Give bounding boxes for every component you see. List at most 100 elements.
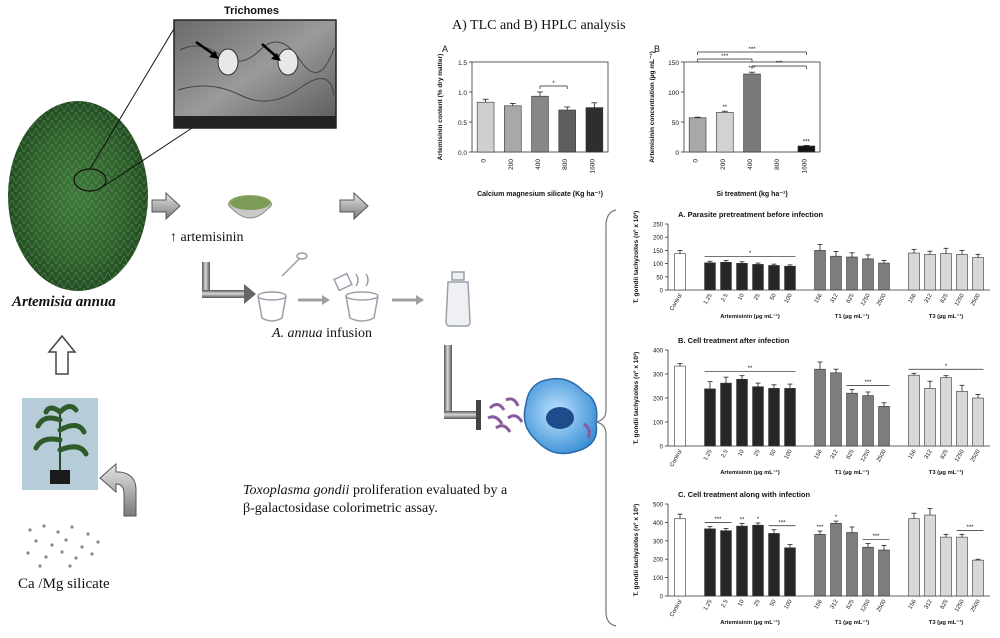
bar xyxy=(558,109,576,153)
toxoplasma-text: proliferation evaluated by a xyxy=(349,483,508,498)
y-tick-label: 300 xyxy=(653,539,664,545)
infusion-species: A. annua xyxy=(272,326,323,341)
artemisinin-up-label: ↑ artemisinin xyxy=(170,230,244,245)
group-label: Artemisinin (µg mL⁻¹) xyxy=(720,619,780,626)
potted-plant-image xyxy=(22,398,98,490)
y-tick-label: 100 xyxy=(668,90,679,97)
bar xyxy=(768,533,780,597)
bar xyxy=(688,117,707,153)
x-tick-label: 1250 xyxy=(860,599,872,613)
group-label: Artemisinin (µg mL⁻¹) xyxy=(720,313,780,320)
y-tick-label: 100 xyxy=(653,421,664,427)
significance-label: * xyxy=(945,364,948,370)
group-label: Artemisinin (µg mL⁻¹) xyxy=(720,469,780,476)
significance-label: * xyxy=(552,81,555,87)
bar xyxy=(768,265,780,291)
bar xyxy=(862,258,874,291)
x-tick-label: Control xyxy=(669,599,684,618)
x-tick-label: 25 xyxy=(753,449,761,458)
x-tick-label: 0 xyxy=(693,159,700,163)
x-tick-label: 2.5 xyxy=(721,293,730,303)
x-tick-label: 2500 xyxy=(876,449,888,463)
bar xyxy=(878,549,890,597)
bar xyxy=(846,532,858,597)
x-tick-label: 1250 xyxy=(954,293,966,307)
x-tick-label: 800 xyxy=(562,159,569,170)
group-label: T3 (µg mL⁻¹) xyxy=(929,619,963,626)
x-tick-label: 10 xyxy=(737,293,745,302)
bar xyxy=(720,530,732,597)
x-tick-label: 1250 xyxy=(954,599,966,613)
x-tick-label: 200 xyxy=(508,159,515,170)
x-tick-label: 625 xyxy=(846,599,856,610)
bar xyxy=(862,546,874,597)
x-tick-label: 2.5 xyxy=(721,599,730,609)
y-tick-label: 400 xyxy=(653,349,664,355)
bar xyxy=(736,263,748,291)
group-label: T1 (µg mL⁻¹) xyxy=(835,619,869,626)
y-tick-label: 1.0 xyxy=(458,90,467,97)
significance-label: *** xyxy=(748,47,756,53)
bar xyxy=(862,395,874,447)
artemisia-label: Artemisia annua xyxy=(12,294,116,310)
y-axis-label: T. gondii tachyzoites (nº x 10³) xyxy=(633,504,640,597)
x-tick-label: 100 xyxy=(784,449,794,460)
x-axis-label: Si treatment (kg ha⁻¹) xyxy=(716,191,787,198)
pipe-arrow-icon xyxy=(444,345,481,430)
bar xyxy=(674,365,686,447)
y-tick-label: 0.5 xyxy=(458,120,467,127)
y-tick-label: 200 xyxy=(653,397,664,403)
group-label: T3 (µg mL⁻¹) xyxy=(929,469,963,476)
analysis-title: A) TLC and B) HPLC analysis xyxy=(452,18,626,33)
bar xyxy=(736,378,748,447)
significance-label: *** xyxy=(966,525,974,531)
toxoplasma-assay-label: Toxoplasma gondii proliferation evaluate… xyxy=(243,482,507,518)
x-tick-label: 1.25 xyxy=(703,599,714,612)
bar xyxy=(972,397,984,447)
bar xyxy=(924,388,936,447)
x-tick-label: 2500 xyxy=(970,449,982,463)
bar xyxy=(846,256,858,291)
parasites-icon xyxy=(487,397,524,433)
arrow-right-icon xyxy=(392,295,424,305)
x-tick-label: 156 xyxy=(908,599,918,610)
significance-label: * xyxy=(835,515,838,521)
x-tick-label: Control xyxy=(669,293,684,312)
zoom-line xyxy=(103,127,193,187)
pipe-arrow-icon xyxy=(202,262,256,304)
curved-arrow-icon xyxy=(99,462,137,517)
bar xyxy=(784,265,796,291)
y-tick-label: 0 xyxy=(675,150,679,157)
x-tick-label: 25 xyxy=(753,599,761,608)
x-tick-label: 50 xyxy=(769,293,777,302)
chart-after-infection: B. Cell treatment after infection0100200… xyxy=(633,336,990,476)
x-tick-label: 10 xyxy=(737,449,745,458)
arrow-right-icon xyxy=(298,295,330,305)
x-tick-label: 1.25 xyxy=(703,449,714,462)
x-tick-label: 625 xyxy=(846,449,856,460)
y-tick-label: 0 xyxy=(660,289,664,295)
significance-label: *** xyxy=(778,520,786,526)
x-tick-label: 625 xyxy=(940,449,950,460)
bar xyxy=(878,262,890,291)
significance-label: *** xyxy=(816,525,824,531)
x-tick-label: 400 xyxy=(747,159,754,170)
bar xyxy=(752,386,764,447)
significance-label: *** xyxy=(714,517,722,523)
bar xyxy=(956,536,968,597)
x-axis-label: Calcium magnesium silicate (Kg ha⁻¹) xyxy=(477,191,603,198)
bar xyxy=(674,518,686,597)
bar xyxy=(704,388,716,447)
x-tick-label: 625 xyxy=(940,293,950,304)
bar xyxy=(940,536,952,597)
bar xyxy=(743,73,761,153)
bar xyxy=(585,107,604,153)
x-tick-label: 50 xyxy=(769,449,777,458)
group-label: T3 (µg mL⁻¹) xyxy=(929,313,963,320)
y-tick-label: 150 xyxy=(653,249,664,255)
bar xyxy=(752,524,764,597)
group-label: T1 (µg mL⁻¹) xyxy=(835,469,869,476)
x-tick-label: 156 xyxy=(814,293,824,304)
infusion-step-icon xyxy=(257,252,308,322)
